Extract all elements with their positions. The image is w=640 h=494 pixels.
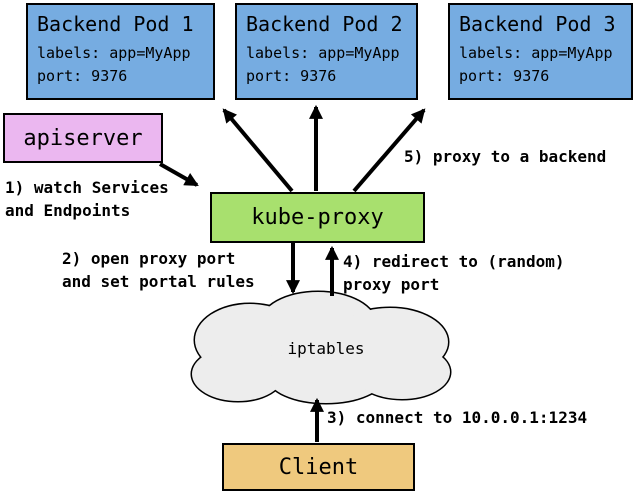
annotation-step5-line1: 5) proxy to a backend — [404, 147, 607, 166]
backend-pod-1-box: Backend Pod 1 labels: app=MyApp port: 93… — [26, 3, 215, 100]
annotation-step5: 5) proxy to a backend — [404, 145, 606, 168]
annotation-step1-line2: and Endpoints — [5, 201, 131, 220]
annotation-step1: 1) watch Services and Endpoints — [5, 176, 169, 222]
pod-1-labels: labels: app=MyApp — [37, 44, 191, 62]
iptables-label: iptables — [287, 339, 365, 358]
client-label: Client — [278, 454, 359, 480]
annotation-step4-line2: proxy port — [343, 275, 440, 294]
pod-2-labels: labels: app=MyApp — [246, 44, 400, 62]
arrow-kubeproxy-to-pod1 — [222, 108, 294, 193]
kube-proxy-box: kube-proxy — [210, 192, 425, 243]
annotation-step4-line1: 4) redirect to (random) — [343, 252, 565, 271]
annotation-step2-line2: and set portal rules — [62, 272, 255, 291]
annotation-step4: 4) redirect to (random) proxy port — [343, 250, 565, 296]
pod-3-labels: labels: app=MyApp — [459, 44, 613, 62]
annotation-step1-line1: 1) watch Services — [5, 178, 169, 197]
annotation-step3-line1: 3) connect to 10.0.0.1:1234 — [327, 408, 588, 427]
kube-proxy-label: kube-proxy — [251, 205, 384, 230]
client-box: Client — [222, 443, 415, 491]
pod-1-port: port: 9376 — [37, 67, 128, 85]
annotation-step2: 2) open proxy port and set portal rules — [62, 247, 255, 293]
backend-pod-3-box: Backend Pod 3 labels: app=MyApp port: 93… — [448, 3, 633, 100]
pod-1-title: Backend Pod 1 — [37, 12, 194, 36]
annotation-step2-line1: 2) open proxy port — [62, 249, 236, 268]
pod-2-port: port: 9376 — [246, 67, 337, 85]
pod-3-port: port: 9376 — [459, 67, 550, 85]
pod-2-title: Backend Pod 2 — [246, 12, 403, 36]
backend-pod-2-box: Backend Pod 2 labels: app=MyApp port: 93… — [235, 3, 418, 100]
apiserver-label: apiserver — [23, 125, 143, 151]
arrow-kubeproxy-to-pod3 — [352, 108, 426, 193]
arrow-apiserver-to-kubeproxy — [159, 162, 199, 187]
apiserver-box: apiserver — [3, 113, 163, 163]
pod-3-title: Backend Pod 3 — [459, 12, 616, 36]
iptables-cloud-icon — [190, 290, 452, 405]
annotation-step3: 3) connect to 10.0.0.1:1234 — [327, 406, 587, 429]
